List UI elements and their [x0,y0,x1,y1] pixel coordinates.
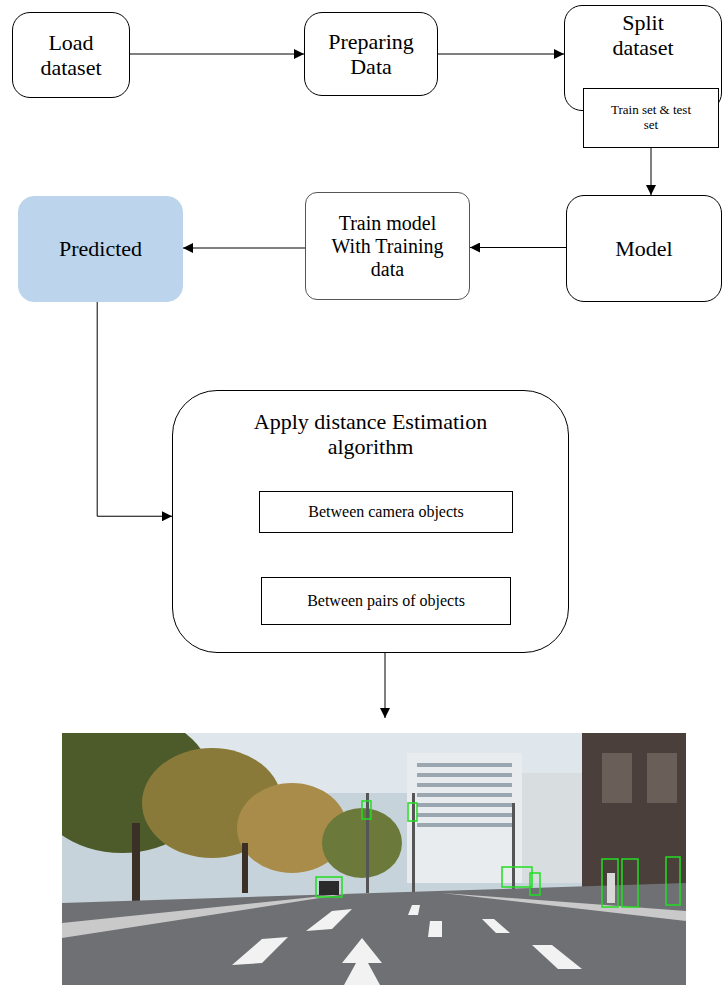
step-box: Between camera objects [259,491,513,533]
flow-arrow [97,302,172,516]
process-box: Split datasetTrain set & test set [564,5,722,111]
node-label: Train model With Training data [318,212,458,281]
node-label: Between pairs of objects [307,592,465,610]
flow-arrow [651,148,652,195]
node-label: Model [615,236,672,261]
street-photo [62,733,686,985]
node-label: Split dataset [593,10,693,61]
flow-arrow [470,247,566,248]
flow-arrow [130,54,304,55]
node-label: Apply distance Estimation algorithm [251,409,491,460]
process-box: Preparing Data [304,12,438,96]
process-box: Load dataset [12,12,130,98]
node-label: Load dataset [26,30,116,81]
algorithm-box: Apply distance Estimation algorithmBetwe… [172,390,569,653]
subset-box: Train set & test set [583,88,719,148]
node-label: Between camera objects [308,503,463,521]
node-label: Preparing Data [312,29,430,80]
process-box: Model [566,195,722,302]
flow-arrow [183,248,305,249]
node-label: Predicted [59,236,142,261]
step-box: Between pairs of objects [261,577,511,625]
flow-arrow [438,54,564,55]
process-box: Train model With Training data [305,192,470,300]
node-label: Train set & test set [603,103,699,133]
result-box: Predicted [18,196,183,302]
